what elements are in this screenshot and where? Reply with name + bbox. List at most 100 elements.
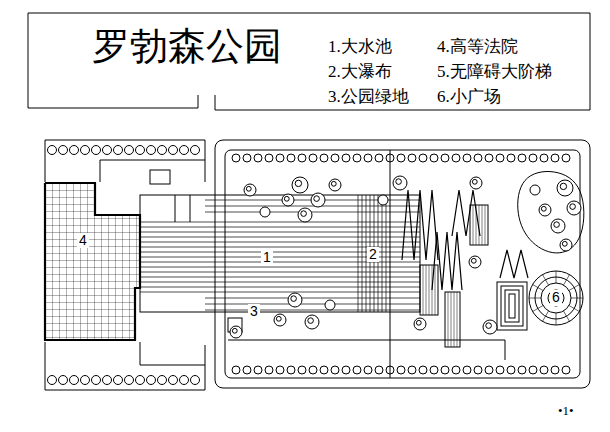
tree-row: [320, 154, 328, 162]
tree-row: [463, 154, 471, 162]
tree-crown-detail: [541, 206, 546, 211]
tree-crown-detail: [291, 296, 297, 302]
tree-row: [485, 366, 493, 374]
tree-row: [529, 366, 537, 374]
pool-outline: [140, 195, 420, 312]
stair-block: [445, 292, 460, 347]
tree-row: [232, 366, 240, 374]
tree-row: [70, 376, 79, 385]
stair-block: [470, 205, 488, 245]
tree-row: [265, 154, 273, 162]
tree-row: [507, 154, 515, 162]
tree-row: [441, 154, 449, 162]
plaza-outline: [140, 342, 205, 365]
plaza-outline: [45, 140, 205, 182]
stair-hatch: [473, 205, 474, 245]
tree-row: [191, 146, 200, 155]
legend-entry: 6.小广场: [437, 88, 501, 107]
stair-block: [420, 265, 438, 315]
stair-hatch: [423, 265, 424, 315]
stair-hatch: [454, 292, 455, 347]
tree-row: [103, 146, 112, 155]
tree-row: [540, 366, 548, 374]
plaza-paving: [556, 271, 557, 283]
tree-row: [298, 366, 306, 374]
tree-crown-detail: [331, 181, 336, 186]
plaza-ring: [548, 290, 564, 306]
park-boundary: [215, 140, 590, 388]
tree-crown-detail: [295, 180, 301, 186]
tree-row: [551, 366, 559, 374]
legend-entry: 3.公园绿地: [328, 88, 409, 107]
plaza-paving: [569, 285, 579, 291]
stair-hatch: [435, 265, 436, 315]
tree-row: [419, 366, 427, 374]
stair-hatch: [429, 265, 430, 315]
plaza-paving: [571, 298, 583, 299]
pool-edge: [190, 195, 191, 222]
tree-row: [452, 366, 460, 374]
tree-row: [397, 366, 405, 374]
tree-row: [103, 376, 112, 385]
stair-zigzag: [500, 250, 528, 278]
tree-symbol: [288, 293, 302, 307]
plaza-paving: [543, 311, 549, 321]
tree-row: [265, 366, 273, 374]
tree-row: [353, 366, 361, 374]
waterfall-line: [382, 195, 383, 312]
stepped-terrace: [501, 286, 523, 326]
pool-water-line: [205, 206, 420, 207]
tree-row: [551, 154, 559, 162]
tree-symbol: [244, 184, 256, 196]
plaza-outline: [45, 342, 205, 390]
tree-row: [408, 366, 416, 374]
tree-symbol: [470, 177, 482, 189]
stair-hatch: [479, 205, 480, 245]
tree-row: [169, 146, 178, 155]
tree-row: [364, 366, 372, 374]
stair-hatch: [426, 265, 427, 315]
tree-row: [243, 366, 251, 374]
tree-row: [147, 146, 156, 155]
tree-symbol: [483, 320, 497, 334]
tree-symbol: [274, 314, 286, 326]
tree-row: [419, 154, 427, 162]
plaza-paving: [543, 275, 549, 285]
legend-entry: 5.无障碍大阶梯: [437, 63, 552, 82]
tree-row: [562, 366, 570, 374]
callout-number: 3: [248, 304, 260, 319]
tree-row: [180, 376, 189, 385]
tree-symbol: [325, 300, 335, 310]
tree-crown-detail: [472, 179, 477, 184]
tree-row: [169, 376, 178, 385]
tree-crown-detail: [308, 318, 314, 324]
stair-hatch: [482, 205, 483, 245]
tree-row: [158, 376, 167, 385]
tree-row: [518, 366, 526, 374]
tree-row: [92, 146, 101, 155]
tree-row: [81, 146, 90, 155]
building-outline: [45, 183, 140, 340]
tree-symbol: [469, 256, 481, 268]
tree-row: [408, 154, 416, 162]
stair-hatch: [476, 205, 477, 245]
tree-row: [158, 146, 167, 155]
legend-entry: 4.高等法院: [437, 38, 518, 57]
tree-crown-detail: [560, 183, 566, 189]
plaza-paving: [564, 311, 570, 321]
planter-box: [150, 170, 170, 184]
stair-hatch: [457, 292, 458, 347]
court-building-outline: [45, 183, 141, 341]
waterfall-line: [358, 195, 359, 312]
tree-row: [309, 154, 317, 162]
tree-row: [59, 146, 68, 155]
tree-row: [452, 154, 460, 162]
tree-row: [254, 154, 262, 162]
tree-row: [309, 366, 317, 374]
stair-hatch: [432, 265, 433, 315]
callout-number: 4: [77, 233, 89, 248]
tree-row: [474, 366, 482, 374]
tree-row: [562, 154, 570, 162]
legend-entry: 1.大水池: [328, 38, 392, 57]
